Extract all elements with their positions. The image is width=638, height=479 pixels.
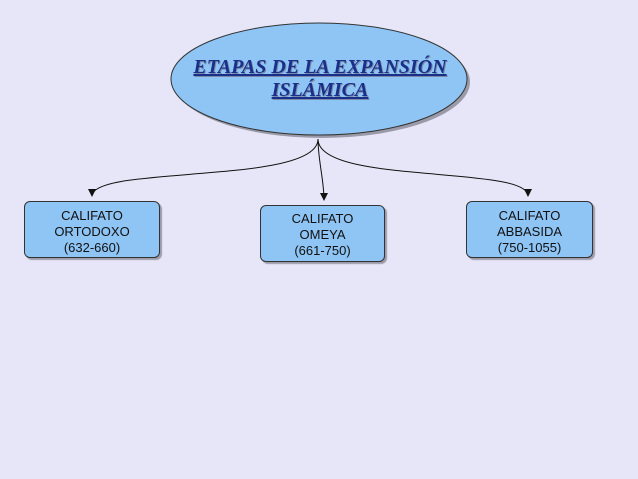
node-label-line1: CALIFATO: [291, 211, 354, 226]
node-califato-omeya: CALIFATO OMEYA (661-750): [260, 205, 385, 262]
connector-omeya: [317, 138, 328, 201]
node-label-line3: (661-750): [294, 243, 351, 258]
node-label-line2: ORTODOXO: [54, 224, 130, 239]
node-califato-ortodoxo: CALIFATO ORTODOXO (632-660): [24, 201, 160, 258]
node-label-line3: (750-1055): [497, 240, 562, 255]
node-label-line1: CALIFATO: [61, 208, 123, 223]
node-califato-abbasida: CALIFATO ABBASIDA (750-1055): [466, 201, 593, 258]
node-label-line1: CALIFATO: [498, 208, 561, 223]
node-label-line2: ABBASIDA: [496, 224, 563, 239]
node-label-line3: (632-660): [63, 240, 121, 255]
connector-abbasida: [317, 138, 532, 197]
connector-ortodoxo: [88, 138, 319, 197]
root-ellipse: [170, 22, 468, 136]
node-label-line2: OMEYA: [299, 227, 346, 242]
